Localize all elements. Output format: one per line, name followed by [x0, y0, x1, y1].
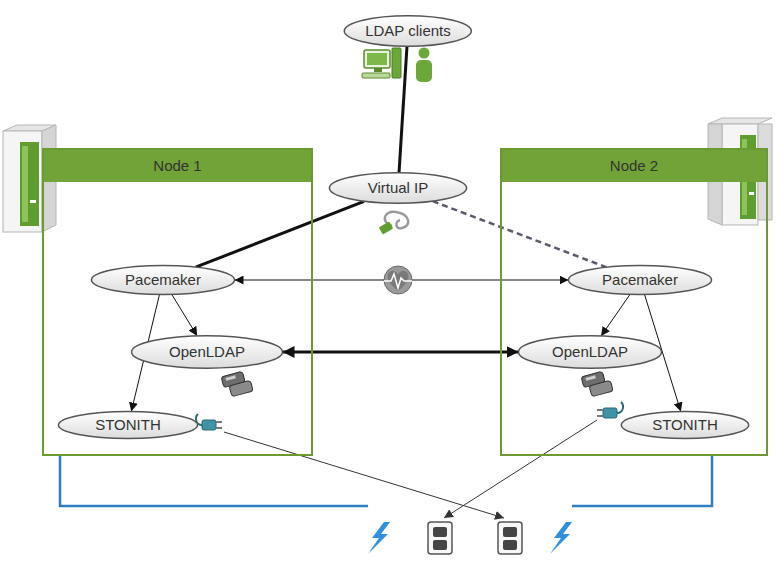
lightning-symbol [550, 522, 572, 554]
service-label: OpenLDAP [552, 343, 628, 361]
power-outlet [428, 522, 452, 554]
service-label: Pacemaker [125, 271, 201, 289]
service-ellipse: OpenLDAP [130, 334, 284, 370]
service-label: Pacemaker [602, 271, 678, 289]
power-line [572, 456, 712, 506]
power-outlet [498, 522, 522, 554]
power-line [60, 456, 368, 506]
database-icon [581, 371, 613, 396]
node-title: Node 2 [610, 157, 658, 175]
service-label: Virtual IP [368, 179, 429, 197]
node-header-band: Node 1 [44, 150, 311, 182]
service-label: STONITH [652, 416, 718, 434]
connector [399, 46, 407, 172]
connector [172, 294, 198, 336]
network-cable-icon [379, 212, 408, 235]
node-title: Node 1 [153, 157, 201, 175]
service-label: STONITH [95, 416, 161, 434]
connector [196, 201, 364, 267]
service-ellipse: STONITH [620, 410, 750, 440]
plug-icon [597, 402, 623, 418]
database-icon [221, 371, 253, 396]
service-label: OpenLDAP [169, 343, 245, 361]
client-icons [362, 48, 432, 83]
plug-icon [196, 414, 222, 430]
cluster-node-box: Node 1 PacemakerOpenLDAP STONITH [42, 148, 313, 456]
service-ellipse: Pacemaker [567, 264, 713, 296]
lightning-symbol [368, 522, 390, 554]
service-label: LDAP clients [365, 22, 451, 40]
connector [601, 294, 630, 336]
fencing-line [224, 432, 504, 518]
service-ellipse: OpenLDAP [517, 334, 663, 370]
service-ellipse: LDAP clients [343, 14, 473, 48]
connector [283, 351, 519, 354]
service-ellipse: Virtual IP [328, 171, 468, 205]
node-header-band: Node 2 [502, 150, 766, 182]
cluster-node-box: Node 2 PacemakerOpenLDAP STONITH [500, 148, 768, 456]
service-ellipse: Pacemaker [90, 264, 236, 296]
fencing-line [444, 420, 597, 518]
connector [433, 201, 607, 267]
service-ellipse: STONITH [57, 410, 199, 440]
